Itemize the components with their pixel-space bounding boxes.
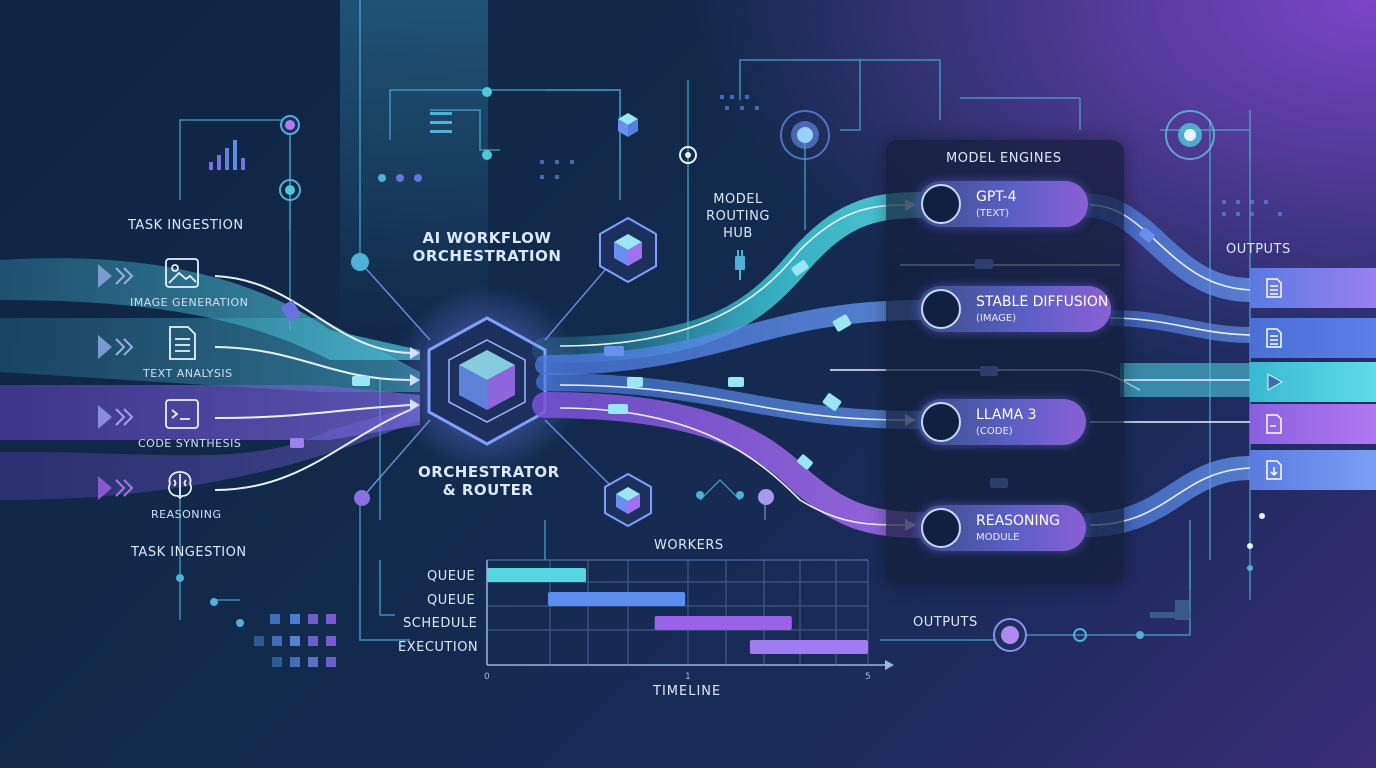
document-icon bbox=[1266, 328, 1282, 348]
circuit-nodes bbox=[176, 87, 1265, 652]
engine-sub: MODULE bbox=[976, 532, 1020, 543]
task-ingestion-top-label: TASK INGESTION bbox=[128, 218, 244, 233]
download-file-icon bbox=[1266, 460, 1282, 480]
workers-label: WORKERS bbox=[654, 538, 724, 553]
terminal-icon bbox=[165, 399, 199, 429]
cube-node bbox=[604, 472, 652, 528]
timeline-label: TIMELINE bbox=[653, 684, 722, 699]
code-file-icon bbox=[1266, 414, 1282, 434]
squares-grid bbox=[254, 614, 336, 667]
image-icon bbox=[165, 258, 199, 288]
light-beam bbox=[340, 0, 488, 330]
input-label-text-analysis: TEXT ANALYSIS bbox=[143, 367, 233, 380]
stage-label-schedule: SCHEDULE bbox=[403, 616, 478, 631]
engine-gpt4[interactable]: GPT-4 (TEXT) bbox=[918, 181, 1088, 227]
outputs-right-label: OUTPUTS bbox=[1226, 242, 1291, 257]
engine-name: STABLE DIFFUSION bbox=[976, 294, 1109, 310]
engine-sub: (IMAGE) bbox=[976, 313, 1017, 324]
orchestrator-label: ORCHESTRATOR & ROUTER bbox=[418, 463, 560, 499]
openai-logo-icon bbox=[921, 184, 961, 224]
input-flows bbox=[0, 258, 420, 500]
output-document[interactable] bbox=[1250, 268, 1376, 308]
stage-label-execution: EXECUTION bbox=[398, 640, 479, 655]
input-label-image-generation: IMAGE GENERATION bbox=[130, 296, 249, 309]
gantt-bar bbox=[487, 568, 587, 582]
image-icon bbox=[921, 289, 961, 329]
outputs-bottom-label: OUTPUTS bbox=[913, 615, 978, 630]
stage-label-queue: QUEUE bbox=[427, 569, 476, 584]
engine-name: GPT-4 bbox=[976, 189, 1017, 205]
document-icon bbox=[1266, 278, 1282, 298]
orchestrator-node bbox=[392, 285, 582, 475]
gantt-bar bbox=[749, 640, 868, 654]
engine-sub: (TEXT) bbox=[976, 208, 1010, 219]
list-icon bbox=[430, 112, 452, 133]
dot-grid bbox=[540, 95, 1282, 216]
plug-icon bbox=[735, 250, 745, 280]
play-icon bbox=[1267, 373, 1284, 391]
input-arrows bbox=[214, 275, 411, 491]
input-label-code-synthesis: CODE SYNTHESIS bbox=[138, 437, 242, 450]
input-label-reasoning: REASONING bbox=[151, 508, 222, 521]
openai-logo-icon bbox=[921, 402, 961, 442]
engine-stable-diffusion[interactable]: STABLE DIFFUSION (IMAGE) bbox=[918, 286, 1111, 332]
diagram-title: AI WORKFLOW ORCHESTRATION bbox=[412, 229, 562, 265]
output-media[interactable] bbox=[1250, 362, 1376, 402]
orchestrator-links bbox=[359, 261, 611, 499]
engine-name: LLAMA 3 bbox=[976, 407, 1037, 423]
gantt-bar bbox=[654, 616, 792, 630]
cube-node bbox=[618, 113, 638, 137]
stage-label-queue: QUEUE bbox=[427, 593, 476, 608]
engine-reasoning[interactable]: REASONING MODULE bbox=[918, 505, 1086, 551]
output-document[interactable] bbox=[1250, 318, 1376, 358]
server-icon bbox=[1150, 600, 1190, 620]
engine-sub: (CODE) bbox=[976, 426, 1013, 437]
gantt-chart bbox=[486, 559, 894, 670]
axis-tick-5: 5 bbox=[865, 672, 872, 682]
routing-flows bbox=[532, 192, 933, 538]
document-icon bbox=[169, 326, 196, 360]
model-engines-label: MODEL ENGINES bbox=[946, 151, 1062, 166]
engine-name: REASONING bbox=[976, 513, 1060, 529]
axis-tick-1: 1 bbox=[685, 672, 692, 682]
engine-llama3[interactable]: LLAMA 3 (CODE) bbox=[918, 399, 1086, 445]
output-code[interactable] bbox=[1250, 404, 1376, 444]
bar-chart-icon bbox=[209, 140, 245, 170]
routing-hub-label: MODEL ROUTING HUB bbox=[706, 192, 770, 241]
chevron-icons bbox=[98, 264, 134, 500]
task-ingestion-bottom-label: TASK INGESTION bbox=[131, 545, 247, 560]
output-file[interactable] bbox=[1250, 450, 1376, 490]
cube-node bbox=[599, 216, 657, 284]
brain-icon bbox=[167, 471, 193, 500]
gantt-bar bbox=[547, 592, 686, 606]
axis-tick-0: 0 bbox=[484, 672, 491, 682]
atom-icon bbox=[921, 508, 961, 548]
